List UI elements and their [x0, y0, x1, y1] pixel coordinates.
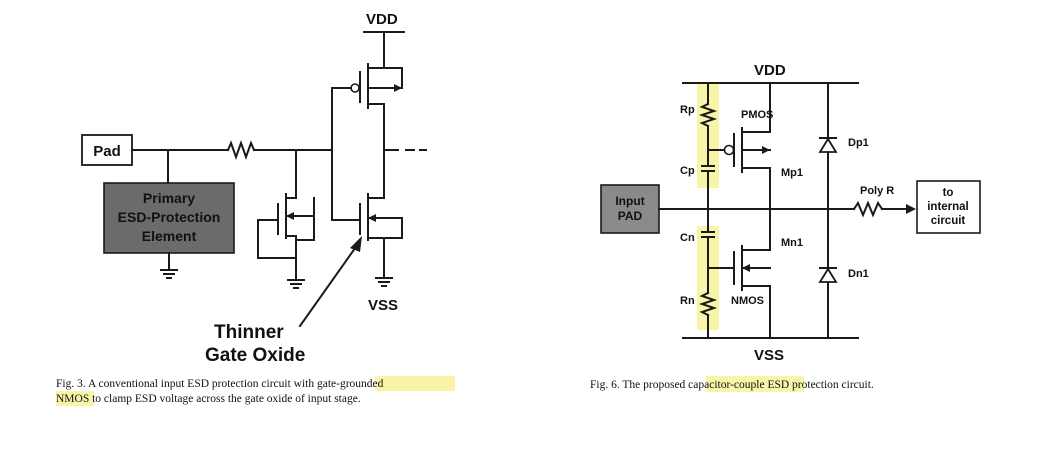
fig6-internal-line1: to	[943, 187, 954, 199]
fig6-dp1-label: Dp1	[848, 137, 869, 149]
fig3-primary-line2: ESD-Protection	[118, 209, 221, 225]
fig3-gate-grounded-nmos	[257, 149, 315, 289]
fig3-pad-label: Pad	[93, 143, 121, 160]
fig3-resistor	[226, 140, 256, 160]
fig6-dn1-label: Dn1	[848, 268, 869, 280]
fig3-caption-hl1: gate-grounded	[317, 378, 384, 390]
fig6-rp-resistor	[698, 102, 718, 128]
fig6-input-pad-line1: Input	[615, 194, 644, 208]
fig3-caption: Fig. 3. A conventional input ESD protect…	[56, 376, 455, 406]
fig6-poly-r-label: Poly R	[860, 185, 894, 197]
svg-text:Fig. 6. The proposed capacito: Fig. 6. The proposed capacitor-couple ES…	[590, 379, 874, 391]
fig6-internal-line2: internal	[927, 201, 969, 213]
fig6-cn-label: Cn	[680, 232, 695, 244]
fig6-internal-circuit-box	[916, 180, 981, 234]
fig3-input-nmos	[355, 193, 403, 279]
fig6-pmos-mp1	[707, 82, 771, 210]
fig3-caption-post: to clamp ESD voltage across the gate oxi…	[89, 393, 361, 405]
fig6-nmos-mn1	[707, 208, 771, 339]
fig6-cp-label: Cp	[680, 165, 695, 177]
fig6-nmos-label: NMOS	[731, 295, 764, 307]
fig6-diode-dp1	[818, 137, 838, 153]
fig3-caption-hl2: NMOS	[56, 393, 89, 405]
fig3-primary-esd-element	[103, 182, 235, 254]
fig6-poly-r-resistor	[852, 200, 884, 218]
fig6-input-pad	[600, 184, 660, 234]
fig6-mn1-label: Mn1	[781, 237, 803, 249]
fig3-annotation-line2: Gate Oxide	[205, 345, 305, 366]
fig3-pmos	[331, 63, 403, 123]
fig6-rn-resistor	[698, 291, 718, 317]
fig6-circuit: VDD VSS Rp Cp Cn Rn PMOS	[600, 62, 981, 364]
fig6-rp-label: Rp	[680, 104, 695, 116]
fig3-circuit: VDD	[81, 11, 427, 366]
fig6-vss-label: VSS	[754, 347, 784, 364]
fig6-mp1-label: Mp1	[781, 167, 803, 179]
fig6-caption-post: ESD protection circuit.	[765, 379, 874, 391]
fig6-internal-line3: circuit	[931, 215, 966, 227]
fig3-annotation-line1: Thinner	[214, 322, 284, 343]
fig6-caption-pre: Fig. 6. The proposed	[590, 379, 688, 391]
fig6-diode-dn1	[818, 267, 838, 283]
fig6-vdd-label: VDD	[754, 62, 786, 79]
fig3-primary-line1: Primary	[143, 190, 195, 206]
svg-text:Fig. 3. A conventional input: Fig. 3. A conventional input ESD protect…	[56, 378, 384, 390]
fig3-primary-line3: Element	[142, 228, 197, 244]
fig6-pmos-label: PMOS	[741, 109, 773, 121]
fig3-vdd-label: VDD	[366, 11, 398, 28]
fig3-caption-pre: Fig. 3. A conventional input ESD protect…	[56, 378, 317, 390]
fig6-caption: Fig. 6. The proposed capacitor-couple ES…	[590, 376, 874, 392]
fig6-rn-label: Rn	[680, 295, 695, 307]
fig3-vss-label: VSS	[368, 297, 398, 314]
svg-text:NMOS to clamp ESD voltage acro: NMOS to clamp ESD voltage across the gat…	[56, 393, 361, 405]
fig6-input-pad-line2: PAD	[618, 209, 643, 223]
fig6-caption-hl: capacitor-couple	[688, 379, 764, 391]
